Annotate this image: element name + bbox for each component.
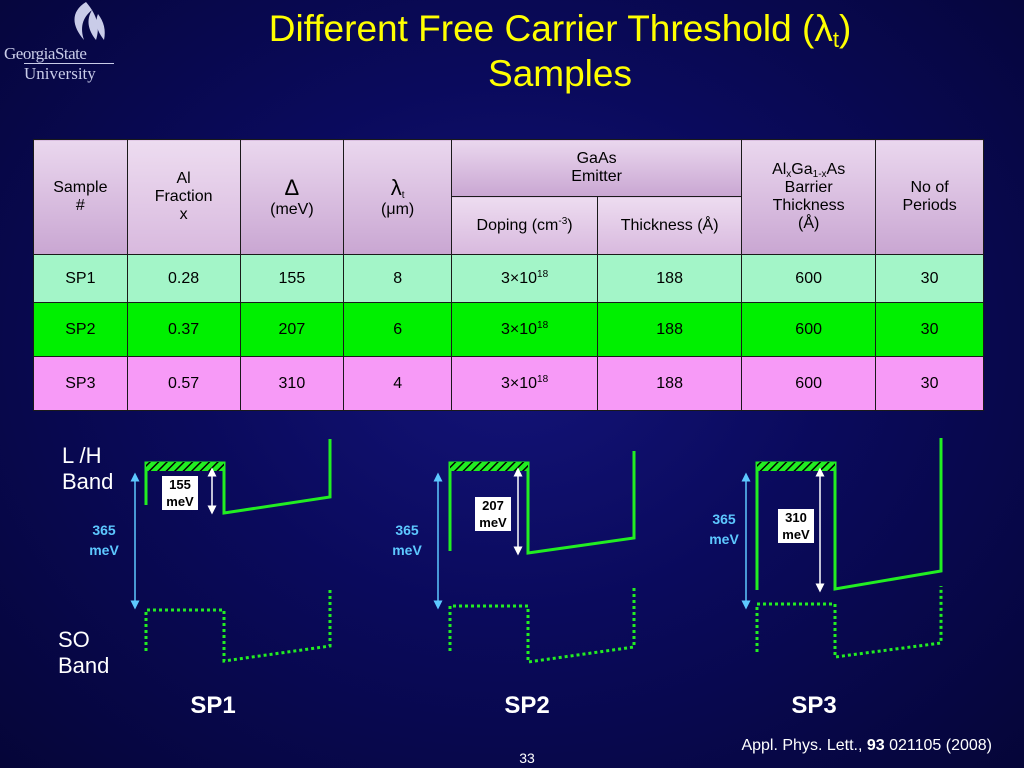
logo-line1: GeorgiaState	[4, 44, 87, 63]
logo-line2: University	[24, 64, 96, 83]
cell-doping: 3×1018	[451, 254, 599, 303]
gsu-logo: GeorgiaState University	[0, 0, 120, 100]
cell-sample: SP3	[33, 356, 128, 411]
flame-icon	[74, 2, 105, 40]
slide-title: Different Free Carrier Threshold (λt) Sa…	[120, 6, 1000, 96]
cell-thickness: 188	[597, 254, 743, 303]
emitter-hatch	[757, 462, 835, 471]
cell-periods: 30	[875, 356, 984, 411]
emitter-hatch	[450, 462, 528, 471]
lh-band-profile	[755, 438, 943, 591]
cell-barrier: 600	[741, 302, 877, 357]
band-diagram-sp2	[433, 451, 636, 664]
header-lambda: λt(μm)	[343, 139, 453, 255]
panel-title-sp1: SP1	[190, 692, 236, 719]
so-band-profile	[144, 588, 332, 663]
title-line1-sub: t	[832, 27, 839, 52]
cell-delta: 310	[239, 356, 345, 411]
citation: Appl. Phys. Lett., 93 021105 (2008)	[741, 737, 992, 754]
cell-lambda: 4	[343, 356, 453, 411]
emitter-hatch	[146, 462, 224, 471]
cell-periods: 30	[875, 302, 984, 357]
title-line1-post: )	[838, 8, 852, 49]
header-thickness: Thickness (Å)	[597, 196, 743, 255]
cell-al: 0.57	[126, 356, 241, 411]
band-diagram-sp1	[130, 439, 332, 663]
panel-title-sp3: SP3	[791, 692, 837, 719]
cell-delta: 207	[239, 302, 345, 357]
cell-sample: SP1	[33, 254, 128, 303]
cell-al: 0.37	[126, 302, 241, 357]
title-line1-pre: Different Free Carrier Threshold (λ	[268, 8, 833, 49]
cell-lambda: 6	[343, 302, 453, 357]
cell-periods: 30	[875, 254, 984, 303]
page-number: 33	[519, 750, 535, 766]
table-row: SP2 0.37 207 6 3×1018 188 600 30	[33, 302, 984, 357]
cell-al: 0.28	[126, 254, 241, 303]
so-band-profile	[448, 586, 636, 664]
cell-thickness: 188	[597, 356, 743, 411]
cell-thickness: 188	[597, 302, 743, 357]
so-band-profile	[755, 586, 943, 659]
cell-barrier: 600	[741, 254, 877, 303]
header-doping: Doping (cm-3)	[451, 196, 599, 255]
panel-title-sp2: SP2	[504, 692, 550, 719]
table-row: SP1 0.28 155 8 3×1018 188 600 30	[33, 254, 984, 303]
cell-delta: 155	[239, 254, 345, 303]
logo-divider	[24, 63, 114, 64]
cell-doping: 3×1018	[451, 356, 599, 411]
cell-barrier: 600	[741, 356, 877, 411]
cell-doping: 3×1018	[451, 302, 599, 357]
band-diagram-sp3	[741, 438, 943, 659]
title-line2: Samples	[488, 53, 632, 94]
table-row: SP3 0.57 310 4 3×1018 188 600 30	[33, 356, 984, 411]
lh-band-profile	[448, 451, 636, 555]
